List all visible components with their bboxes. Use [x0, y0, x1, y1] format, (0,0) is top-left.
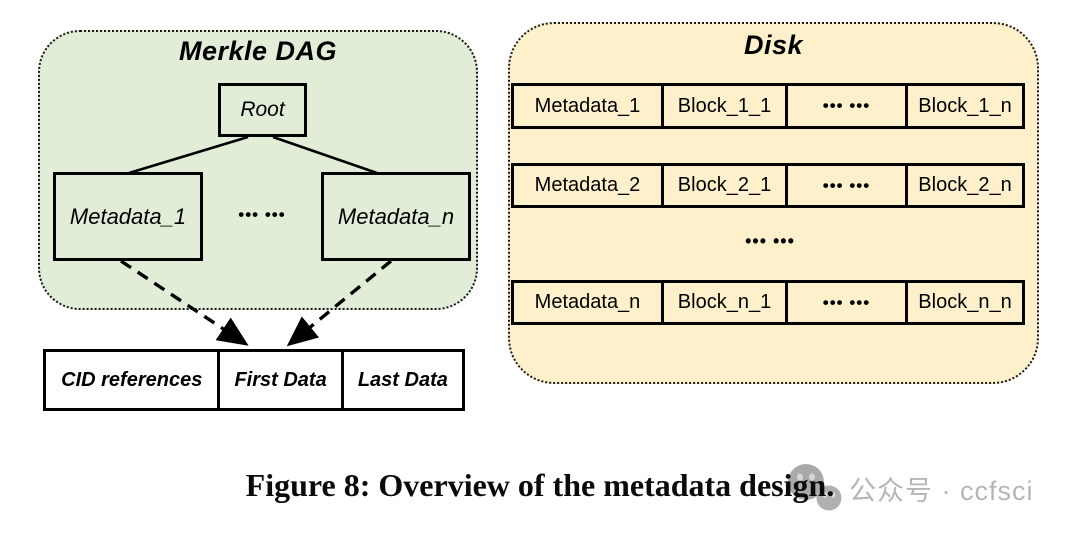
record-field-last-data: Last Data	[340, 352, 462, 408]
figure-caption: Figure 8: Overview of the metadata desig…	[245, 467, 835, 503]
merkle-dag-panel	[38, 30, 478, 310]
disk-row-2: Metadata_2 Block_2_1 ••• ••• Block_2_n	[511, 163, 1025, 208]
disk-cell: Metadata_n	[534, 291, 641, 313]
disk-cell: Block_2_1	[661, 166, 785, 205]
disk-cell: Block_2_n	[905, 166, 1022, 205]
dag-ellipsis: ••• •••	[238, 205, 286, 224]
disk-cell: Metadata_1	[534, 94, 641, 117]
disk-cell-ellipsis: ••• •••	[785, 166, 905, 205]
merkle-dag-title: Merkle DAG	[178, 36, 338, 66]
disk-rows-ellipsis: ••• •••	[745, 231, 795, 251]
wechat-bubbles-icon	[788, 464, 842, 511]
disk-cell: Block_n_n	[905, 283, 1022, 322]
metadata-n-node: Metadata_n	[321, 172, 471, 261]
disk-cell: Block_1_n	[905, 86, 1022, 126]
disk-cell-ellipsis: ••• •••	[785, 86, 905, 126]
disk-cell: Block_1_1	[661, 86, 785, 126]
disk-cell: Block_n_1	[661, 283, 785, 322]
metadata-1-node: Metadata_1	[53, 172, 203, 261]
disk-row-1: Metadata_1 Block_1_1 ••• ••• Block_1_n	[511, 83, 1025, 129]
watermark-text: 公众号 · ccfsci	[849, 476, 1034, 506]
record-field-first-data: First Data	[217, 352, 340, 408]
disk-cell: Metadata_2	[534, 174, 641, 196]
disk-row-n: Metadata_n Block_n_1 ••• ••• Block_n_n	[511, 280, 1025, 325]
root-node: Root	[218, 83, 307, 137]
record-field-cid-references: CID references	[61, 368, 203, 391]
disk-cell-ellipsis: ••• •••	[785, 283, 905, 322]
disk-title: Disk	[743, 30, 804, 60]
metadata-record-box: CID references First Data Last Data	[43, 349, 465, 411]
